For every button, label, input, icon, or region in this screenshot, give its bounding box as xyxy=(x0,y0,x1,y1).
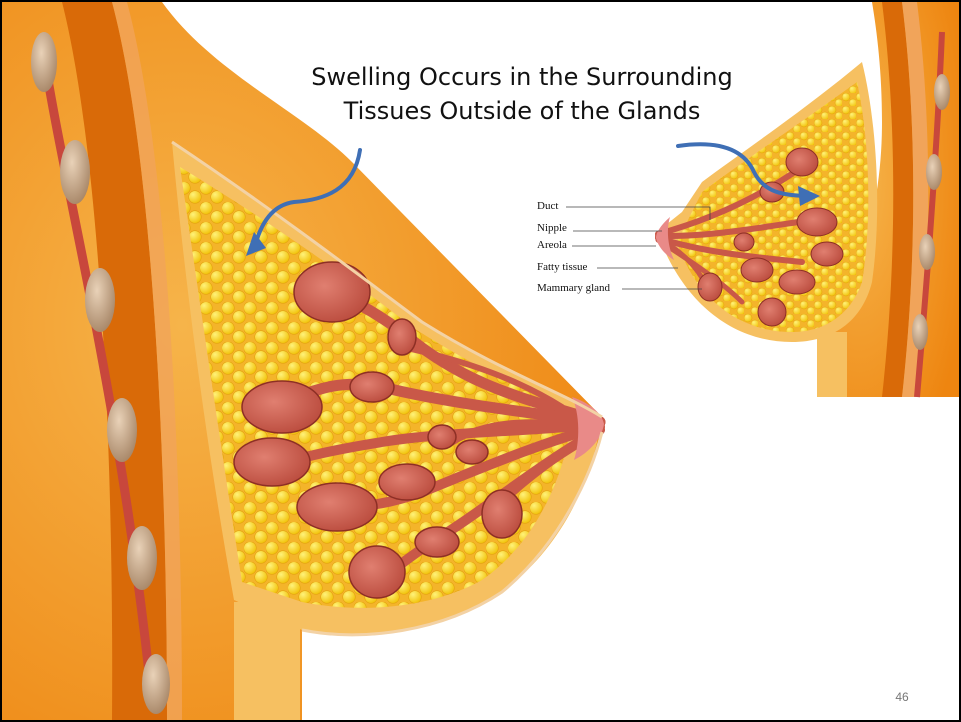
label-nipple: Nipple xyxy=(537,222,567,234)
label-mammary-gland: Mammary gland xyxy=(537,282,610,294)
caption-line-1: Swelling Occurs in the Surrounding xyxy=(252,60,792,94)
label-duct: Duct xyxy=(537,200,558,212)
slide-caption: Swelling Occurs in the Surrounding Tissu… xyxy=(252,60,792,128)
label-areola: Areola xyxy=(537,239,567,251)
page-number: 46 xyxy=(882,690,922,704)
caption-line-2: Tissues Outside of the Glands xyxy=(252,94,792,128)
label-fatty-tissue: Fatty tissue xyxy=(537,261,587,273)
